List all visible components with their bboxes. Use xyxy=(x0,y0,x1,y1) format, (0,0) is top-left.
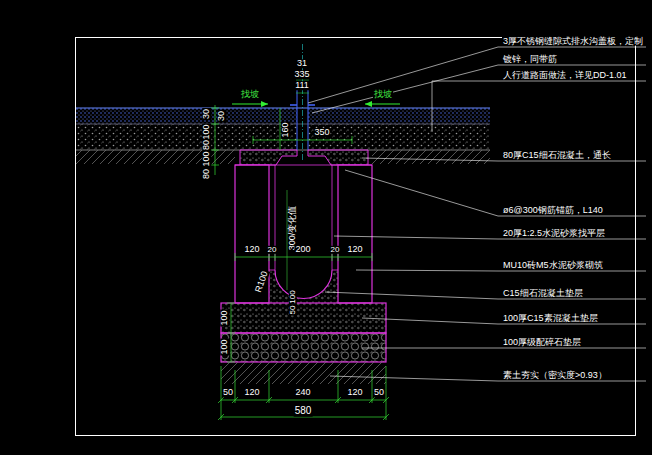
dimension-text: 100 xyxy=(202,123,211,140)
callout-note: 人行道路面做法，详见DD-1.01 xyxy=(502,71,628,80)
dimension-text: 100 xyxy=(220,309,229,326)
dimension-text: 80 xyxy=(202,168,211,180)
dimension-text: 100 xyxy=(202,150,211,167)
callout-note: 100厚级配碎石垫层 xyxy=(502,338,582,347)
dimension-text: 240 xyxy=(294,388,311,397)
dimension-text: 50 xyxy=(289,305,297,316)
dimension-text: 120 xyxy=(346,245,363,254)
dimension-text: 80 xyxy=(202,139,211,151)
dimension-text: 120 xyxy=(243,245,260,254)
callout-note: 镀锌，同带筋 xyxy=(502,55,558,64)
slope-label: 找坡 xyxy=(373,90,393,99)
dimension-text: 50 xyxy=(373,388,385,397)
callout-note: 素土夯实（密实度>0.93） xyxy=(502,371,608,380)
slope-label: 找坡 xyxy=(240,90,260,99)
dimension-text: 580 xyxy=(294,406,313,417)
dimension-text: 160 xyxy=(281,121,290,138)
callout-note: 20厚1:2.5水泥砂浆找平层 xyxy=(502,229,606,238)
dimension-text: R100 xyxy=(254,269,271,294)
dimension-text: 111 xyxy=(294,81,310,90)
callout-note: MU10砖M5水泥砂浆砌筑 xyxy=(502,261,604,270)
dimension-text: 120 xyxy=(243,388,260,397)
dimension-text: 335 xyxy=(293,70,310,79)
callout-note: 3厚不锈钢缝隙式排水沟盖板，定制 xyxy=(502,37,644,46)
dimension-text: 120 xyxy=(346,388,363,397)
dimension-text: 31 xyxy=(296,59,308,68)
dimension-text: 30 xyxy=(217,110,226,122)
dimension-text: 20 xyxy=(330,246,341,254)
dimension-text: 350 xyxy=(313,128,330,137)
dimension-text: 30 xyxy=(202,108,211,120)
dimension-text: 100 xyxy=(289,289,297,304)
dimension-text: 200 xyxy=(294,245,311,254)
dimension-text: 100 xyxy=(220,338,229,355)
dimension-text: 50 xyxy=(222,388,234,397)
callout-note: C15细石混凝土垫层 xyxy=(502,289,584,298)
callout-note: ø6@300钢筋锚筋，L140 xyxy=(502,206,604,215)
dimension-text: 20 xyxy=(267,246,278,254)
callout-note: 80厚C15细石混凝土，通长 xyxy=(502,151,612,160)
callout-note: 100厚C15素混凝土垫层 xyxy=(502,314,599,323)
dimension-text: 300/变化值 xyxy=(288,205,297,252)
